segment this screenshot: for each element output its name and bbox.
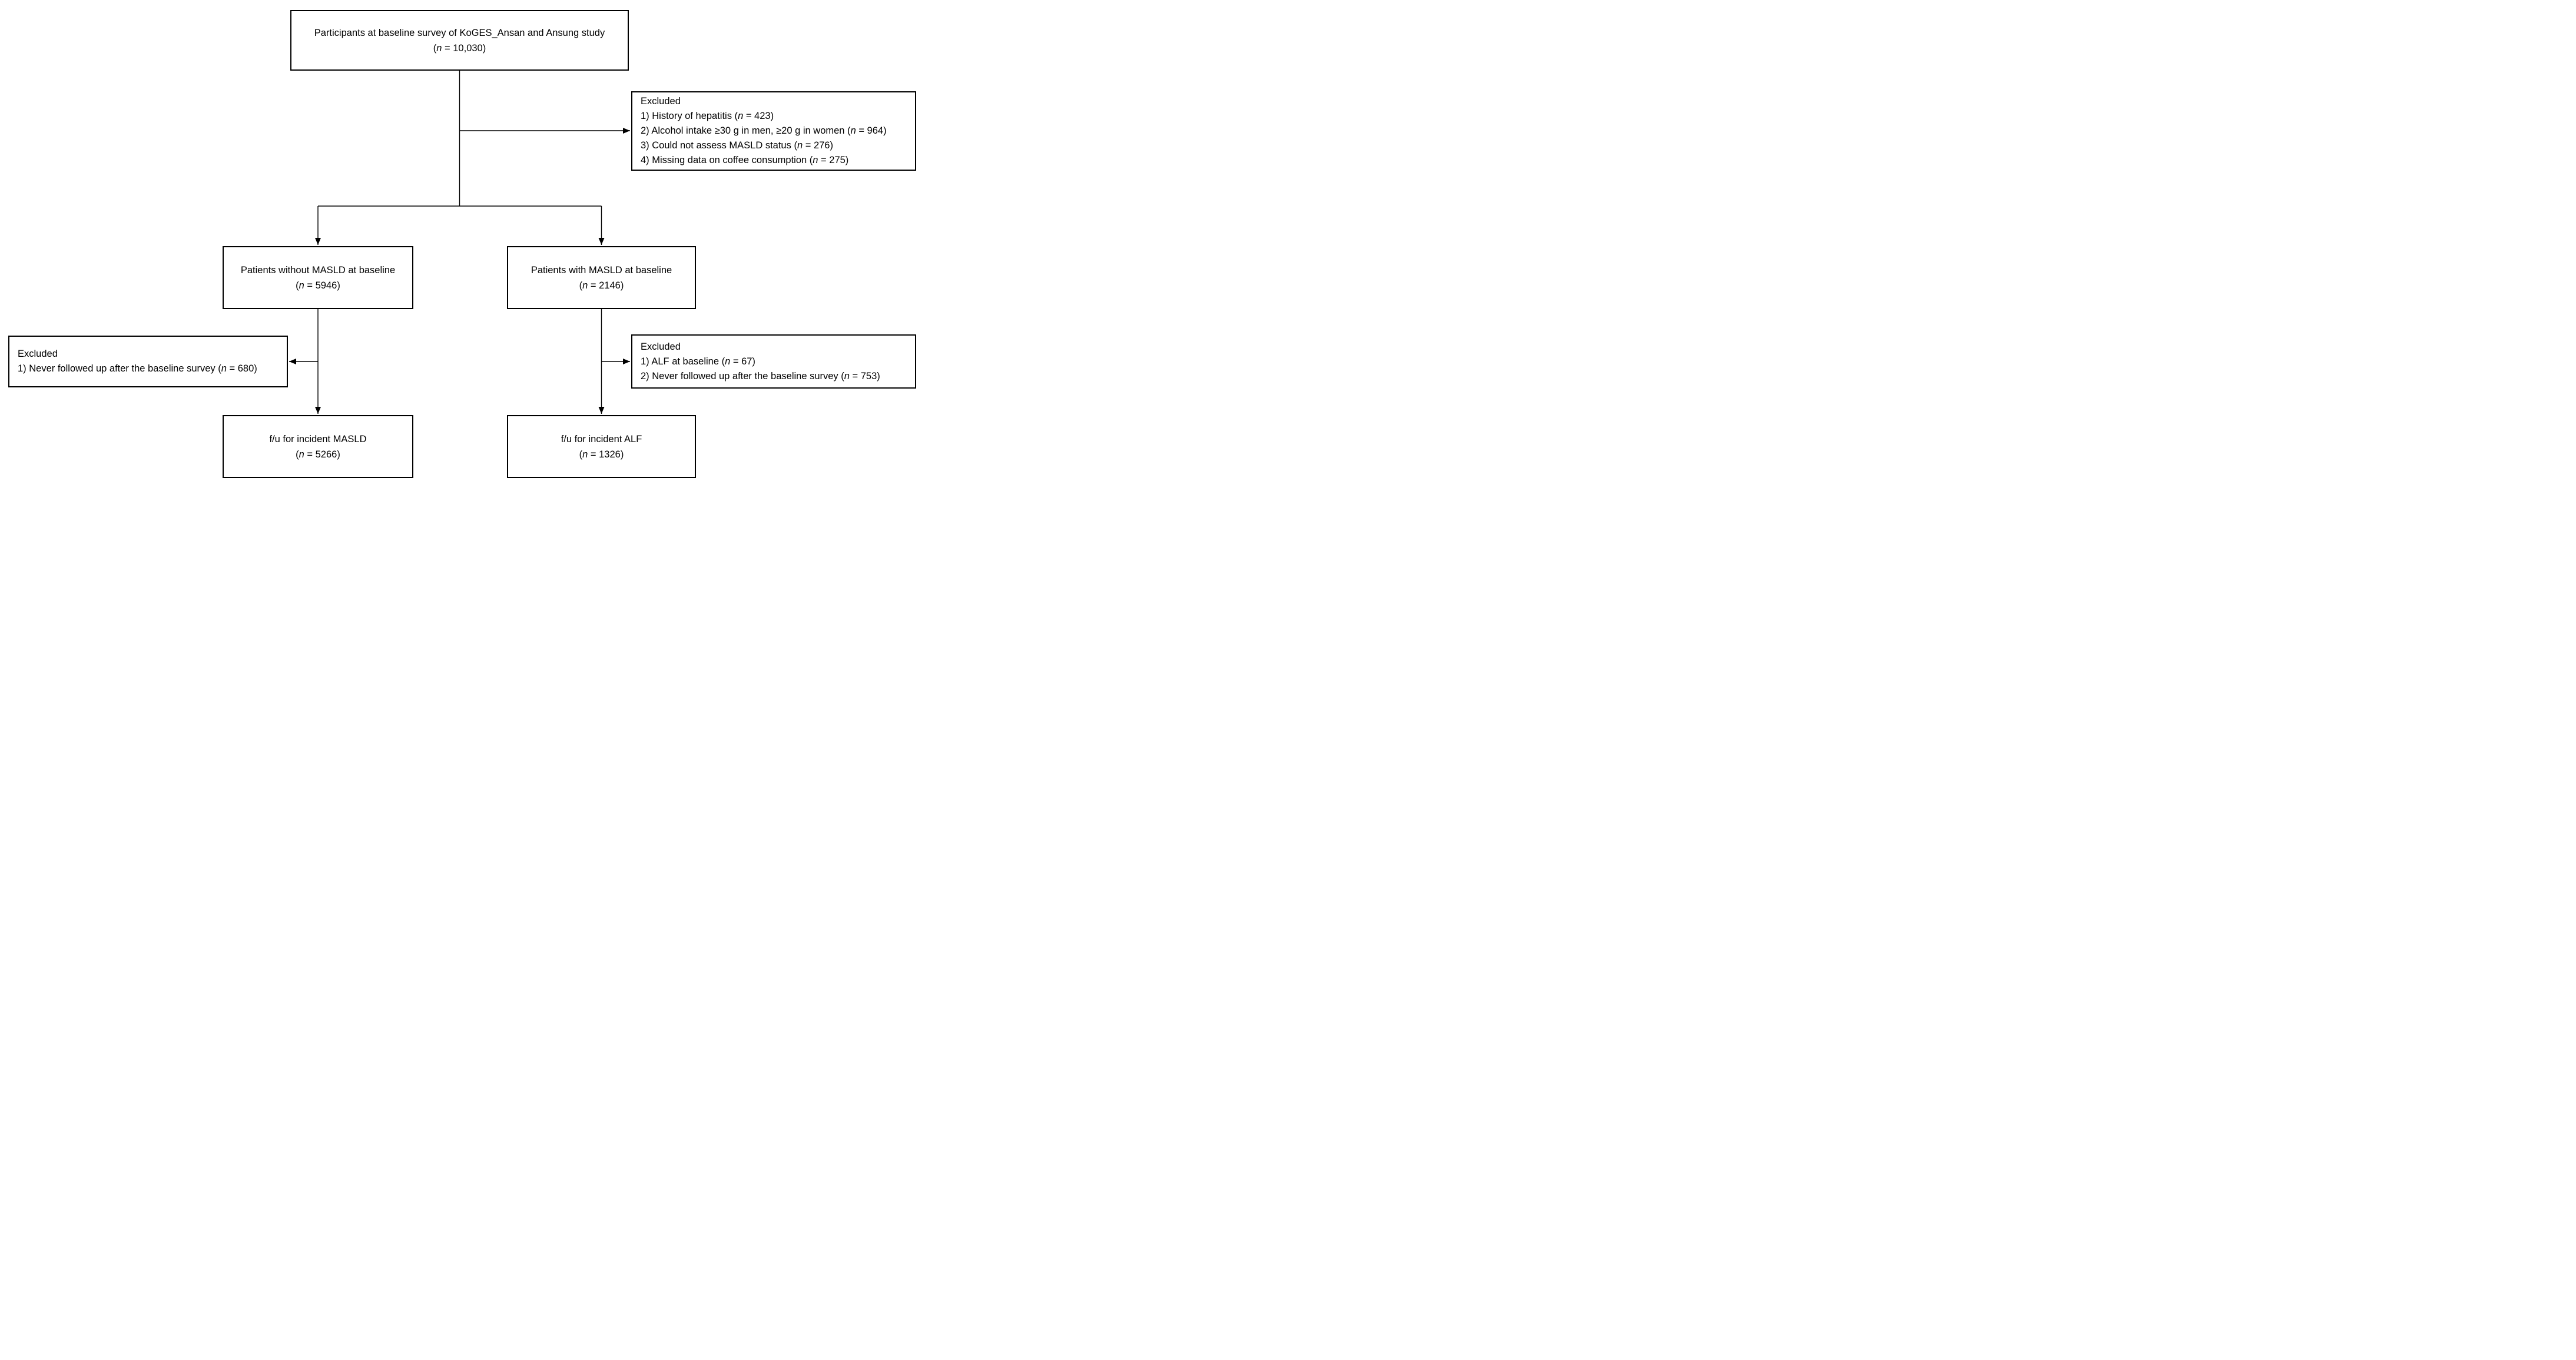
excluded-without-header: Excluded [18, 349, 58, 359]
participants-baseline-text: Participants at baseline survey of KoGES… [314, 27, 605, 38]
excluded-with-header: Excluded [641, 341, 681, 352]
box-excluded-with-masld: Excluded 1) ALF at baseline (n = 67) 2) … [631, 334, 916, 389]
box-participants-baseline: Participants at baseline survey of KoGES… [290, 10, 629, 71]
fu-masld-count: (n = 5266) [296, 449, 340, 460]
participants-baseline-count: (n = 10,030) [433, 42, 486, 54]
n-symbol: n [738, 111, 744, 121]
n-symbol: n [725, 356, 731, 367]
excluded-baseline-header: Excluded [641, 96, 681, 107]
n-symbol: n [299, 449, 304, 460]
box-without-masld: Patients without MASLD at baseline (n = … [223, 246, 413, 309]
without-masld-label: Patients without MASLD at baseline [240, 264, 396, 276]
n-symbol: n [813, 155, 818, 165]
box-excluded-baseline: Excluded 1) History of hepatitis (n = 42… [631, 91, 916, 171]
n-symbol: n [582, 280, 588, 291]
study-flow-diagram: Participants at baseline survey of KoGES… [0, 0, 923, 487]
excluded-with-item-2: 2) Never followed up after the baseline … [641, 370, 880, 382]
box-excluded-without-masld: Excluded 1) Never followed up after the … [8, 336, 288, 387]
n-symbol: n [844, 370, 850, 382]
excluded-without-item-1: 1) Never followed up after the baseline … [18, 363, 257, 374]
n-symbol: n [299, 280, 304, 291]
box-fu-incident-alf: f/u for incident ALF (n = 1326) [507, 415, 696, 478]
with-masld-label: Patients with MASLD at baseline [531, 264, 672, 276]
excluded-with-item-1: 1) ALF at baseline (n = 67) [641, 356, 755, 367]
without-masld-count: (n = 5946) [296, 280, 340, 291]
n-symbol: n [850, 125, 856, 136]
with-masld-count: (n = 2146) [579, 280, 624, 291]
fu-alf-label: f/u for incident ALF [561, 433, 642, 445]
n-symbol: n [797, 140, 803, 151]
excluded-baseline-item-2: 2) Alcohol intake ≥30 g in men, ≥20 g in… [641, 125, 887, 136]
excluded-baseline-item-3: 3) Could not assess MASLD status (n = 27… [641, 140, 833, 151]
fu-masld-label: f/u for incident MASLD [269, 433, 367, 445]
box-with-masld: Patients with MASLD at baseline (n = 214… [507, 246, 696, 309]
box-fu-incident-masld: f/u for incident MASLD (n = 5266) [223, 415, 413, 478]
n-symbol: n [436, 42, 442, 54]
participants-baseline-label: Participants at baseline survey of KoGES… [314, 25, 605, 41]
excluded-baseline-item-1: 1) History of hepatitis (n = 423) [641, 111, 774, 121]
excluded-baseline-item-4: 4) Missing data on coffee consumption (n… [641, 155, 849, 165]
connector-layer [289, 71, 630, 414]
fu-alf-count: (n = 1326) [579, 449, 624, 460]
n-symbol: n [582, 449, 588, 460]
n-symbol: n [221, 363, 227, 374]
